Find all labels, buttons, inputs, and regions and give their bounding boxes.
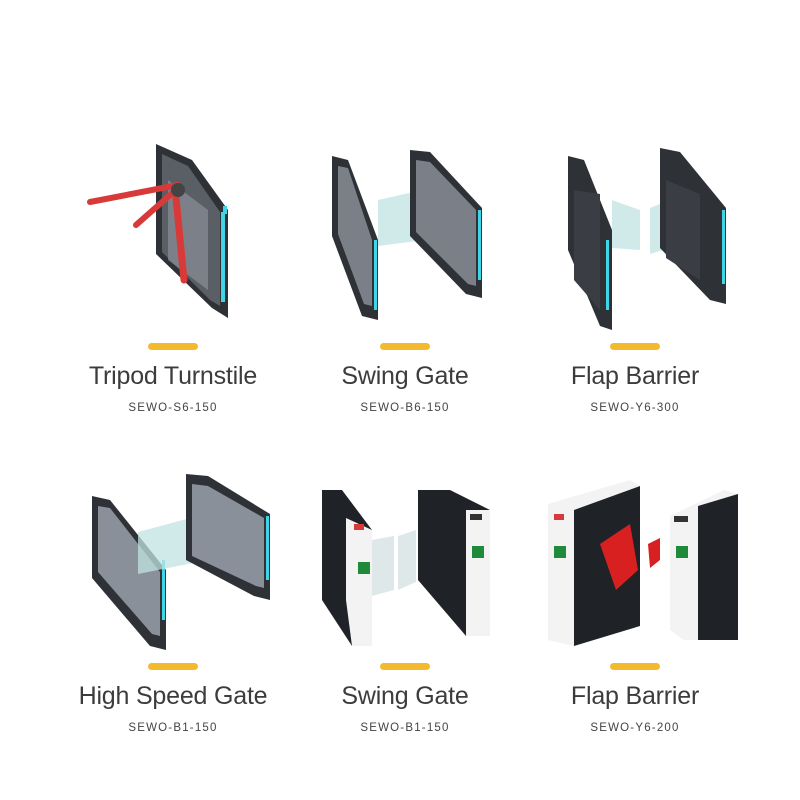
product-card-high-speed-gate[interactable]: High Speed Gate SEWO-B1-150 <box>58 450 288 750</box>
product-model: SEWO-Y6-200 <box>590 722 680 734</box>
product-card-swing-gate-b6[interactable]: Swing Gate SEWO-B6-150 <box>290 130 520 430</box>
product-title: Tripod Turnstile <box>88 362 258 390</box>
accent-pill <box>148 663 198 670</box>
product-title: Swing Gate <box>341 362 469 390</box>
swing-gate-icon <box>290 130 520 330</box>
swing-gate-white-icon <box>290 450 520 650</box>
tripod-turnstile-icon <box>58 130 288 330</box>
product-title: Swing Gate <box>341 682 469 710</box>
flap-barrier-white-icon <box>520 450 750 650</box>
accent-pill <box>380 343 430 350</box>
accent-pill <box>610 343 660 350</box>
product-card-tripod-turnstile[interactable]: Tripod Turnstile SEWO-S6-150 <box>58 130 288 430</box>
product-title: Flap Barrier <box>570 362 700 390</box>
high-speed-gate-icon <box>58 450 288 650</box>
accent-pill <box>148 343 198 350</box>
product-title: High Speed Gate <box>78 682 268 710</box>
product-card-flap-barrier-y6-300[interactable]: Flap Barrier SEWO-Y6-300 <box>520 130 750 430</box>
flap-barrier-icon <box>520 130 750 330</box>
product-card-swing-gate-b1[interactable]: Swing Gate SEWO-B1-150 <box>290 450 520 750</box>
product-model: SEWO-S6-150 <box>128 402 218 414</box>
product-model: SEWO-B1-150 <box>128 722 218 734</box>
accent-pill <box>610 663 660 670</box>
product-model: SEWO-Y6-300 <box>590 402 680 414</box>
product-model: SEWO-B1-150 <box>360 722 450 734</box>
product-title: Flap Barrier <box>570 682 700 710</box>
product-card-flap-barrier-y6-200[interactable]: Flap Barrier SEWO-Y6-200 <box>520 450 750 750</box>
accent-pill <box>380 663 430 670</box>
product-model: SEWO-B6-150 <box>360 402 450 414</box>
